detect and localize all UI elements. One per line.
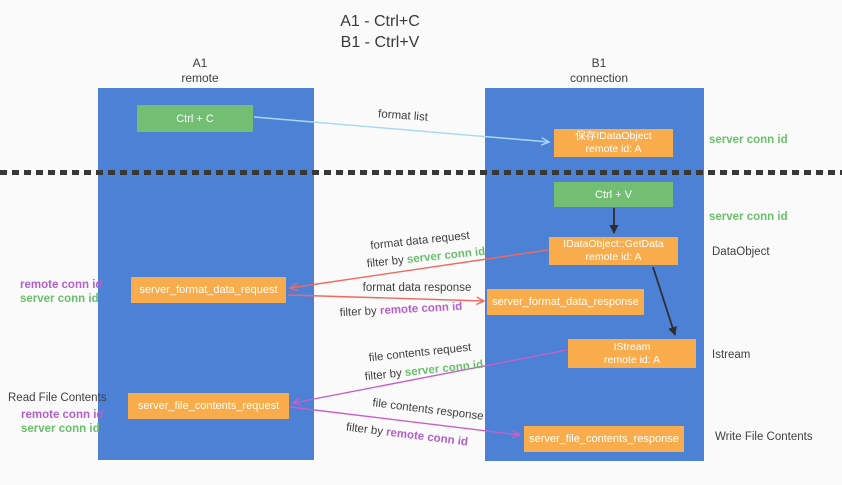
node-istream-line2: remote id: A — [603, 353, 661, 366]
node-save-idataobject-line1: 保存IDataObject — [575, 130, 652, 142]
node-ctrl-c: Ctrl + C — [137, 105, 253, 132]
node-istream: IStream remote id: A — [568, 339, 696, 368]
server-conn-id-text: server conn id — [406, 245, 486, 266]
lane-b1-subtitle: connection — [569, 71, 629, 85]
node-idataobject-getdata: IDataObject::GetData remote id: A — [549, 237, 678, 265]
annotation-server-conn-id-left-2: server conn id — [21, 423, 100, 435]
annotation-server-conn-id-right-1: server conn id — [709, 134, 788, 146]
annotation-istream: Istream — [712, 349, 751, 361]
node-server-format-data-request-label: server_format_data_request — [139, 284, 278, 296]
lane-b1-title: B1 — [591, 56, 607, 70]
node-ctrl-c-label: Ctrl + C — [176, 112, 214, 125]
annotation-read-file-contents: Read File Contents — [8, 392, 107, 404]
lane-a1-subtitle: remote — [181, 71, 219, 85]
node-server-format-data-request: server_format_data_request — [131, 277, 286, 303]
annotation-server-conn-id-left-1: server conn id — [20, 293, 99, 305]
filter-by-text: filter by — [366, 254, 405, 271]
node-ctrl-v-label: Ctrl + V — [595, 188, 632, 201]
label-file-contents-response: file contents response — [371, 397, 485, 423]
arrow-format-data-response — [287, 294, 486, 305]
node-save-idataobject-line2: remote id: A — [585, 143, 642, 155]
node-server-file-contents-request: server_file_contents_request — [128, 393, 289, 419]
remote-conn-id-text: remote conn id — [385, 426, 469, 449]
remote-conn-id-text: remote conn id — [379, 300, 463, 318]
annotation-server-conn-id-right-2: server conn id — [709, 211, 788, 223]
node-idataobject-getdata-line1: IDataObject::GetData — [563, 238, 664, 250]
node-server-format-data-response: server_format_data_response — [487, 289, 644, 315]
node-istream-line1: IStream — [613, 340, 651, 353]
annotation-dataobject: DataObject — [712, 246, 770, 258]
annotation-remote-conn-id-left-1: remote conn id — [20, 279, 103, 291]
label-filter-by-remote-conn-id-1: filter by remote conn id — [339, 301, 462, 319]
filter-by-text: filter by — [364, 367, 403, 384]
node-server-file-contents-response: server_file_contents_response — [524, 426, 684, 452]
server-conn-id-text: server conn id — [404, 358, 484, 379]
diagram-title: A1 - Ctrl+C B1 - Ctrl+V — [340, 11, 420, 53]
title-line-2: B1 - Ctrl+V — [340, 34, 420, 51]
node-ctrl-v: Ctrl + V — [554, 182, 673, 207]
filter-by-text: filter by — [339, 305, 378, 320]
annotation-write-file-contents: Write File Contents — [715, 431, 813, 443]
separator-dotted-line — [0, 170, 842, 175]
filter-by-text: filter by — [345, 421, 384, 438]
label-filter-by-remote-conn-id-2: filter by remote conn id — [345, 422, 468, 449]
label-format-list: format list — [377, 108, 429, 124]
node-idataobject-getdata-line2: remote id: A — [585, 251, 642, 263]
lane-a1-title: A1 — [192, 56, 208, 70]
lane-header-b1: B1 connection — [570, 56, 628, 86]
title-line-1: A1 - Ctrl+C — [340, 13, 420, 30]
lane-header-a1: A1 remote — [181, 56, 218, 86]
node-server-file-contents-response-label: server_file_contents_response — [529, 433, 679, 445]
node-save-idataobject: 保存IDataObject remote id: A — [554, 129, 673, 157]
label-format-data-response: format data response — [362, 282, 472, 294]
node-server-file-contents-request-label: server_file_contents_request — [137, 400, 280, 412]
node-server-format-data-response-label: server_format_data_response — [492, 296, 639, 308]
annotation-remote-conn-id-left-2: remote conn id — [21, 409, 104, 421]
